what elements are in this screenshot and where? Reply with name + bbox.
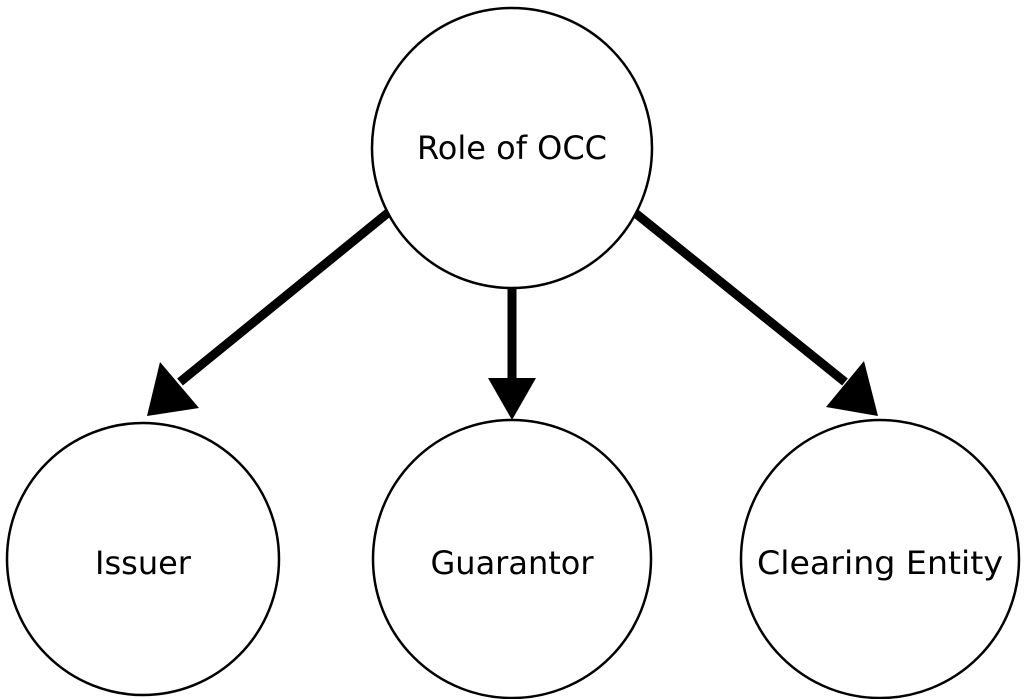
arrowhead-icon	[826, 361, 878, 416]
node-root-label: Role of OCC	[417, 129, 607, 167]
node-clearing-entity: Clearing Entity	[739, 418, 1021, 699]
node-issuer-label: Issuer	[95, 544, 192, 582]
node-clearing-entity-circle	[739, 418, 1021, 699]
edge-root-to-issuer	[147, 208, 392, 416]
node-root: Role of OCC	[370, 6, 654, 290]
edge-line	[177, 208, 392, 386]
arrowhead-icon	[488, 378, 536, 420]
arrowhead-icon	[147, 362, 199, 416]
edge-root-to-guarantor	[488, 280, 536, 420]
node-clearing-entity-label: Clearing Entity	[757, 544, 1003, 582]
node-guarantor: Guarantor	[371, 418, 653, 699]
node-issuer-circle	[5, 421, 281, 697]
edge-line	[631, 208, 848, 386]
node-guarantor-label: Guarantor	[430, 544, 594, 582]
node-issuer: Issuer	[5, 421, 281, 697]
node-guarantor-circle	[371, 418, 653, 699]
edge-root-to-clearing-entity	[631, 208, 878, 416]
node-root-circle	[370, 6, 654, 290]
